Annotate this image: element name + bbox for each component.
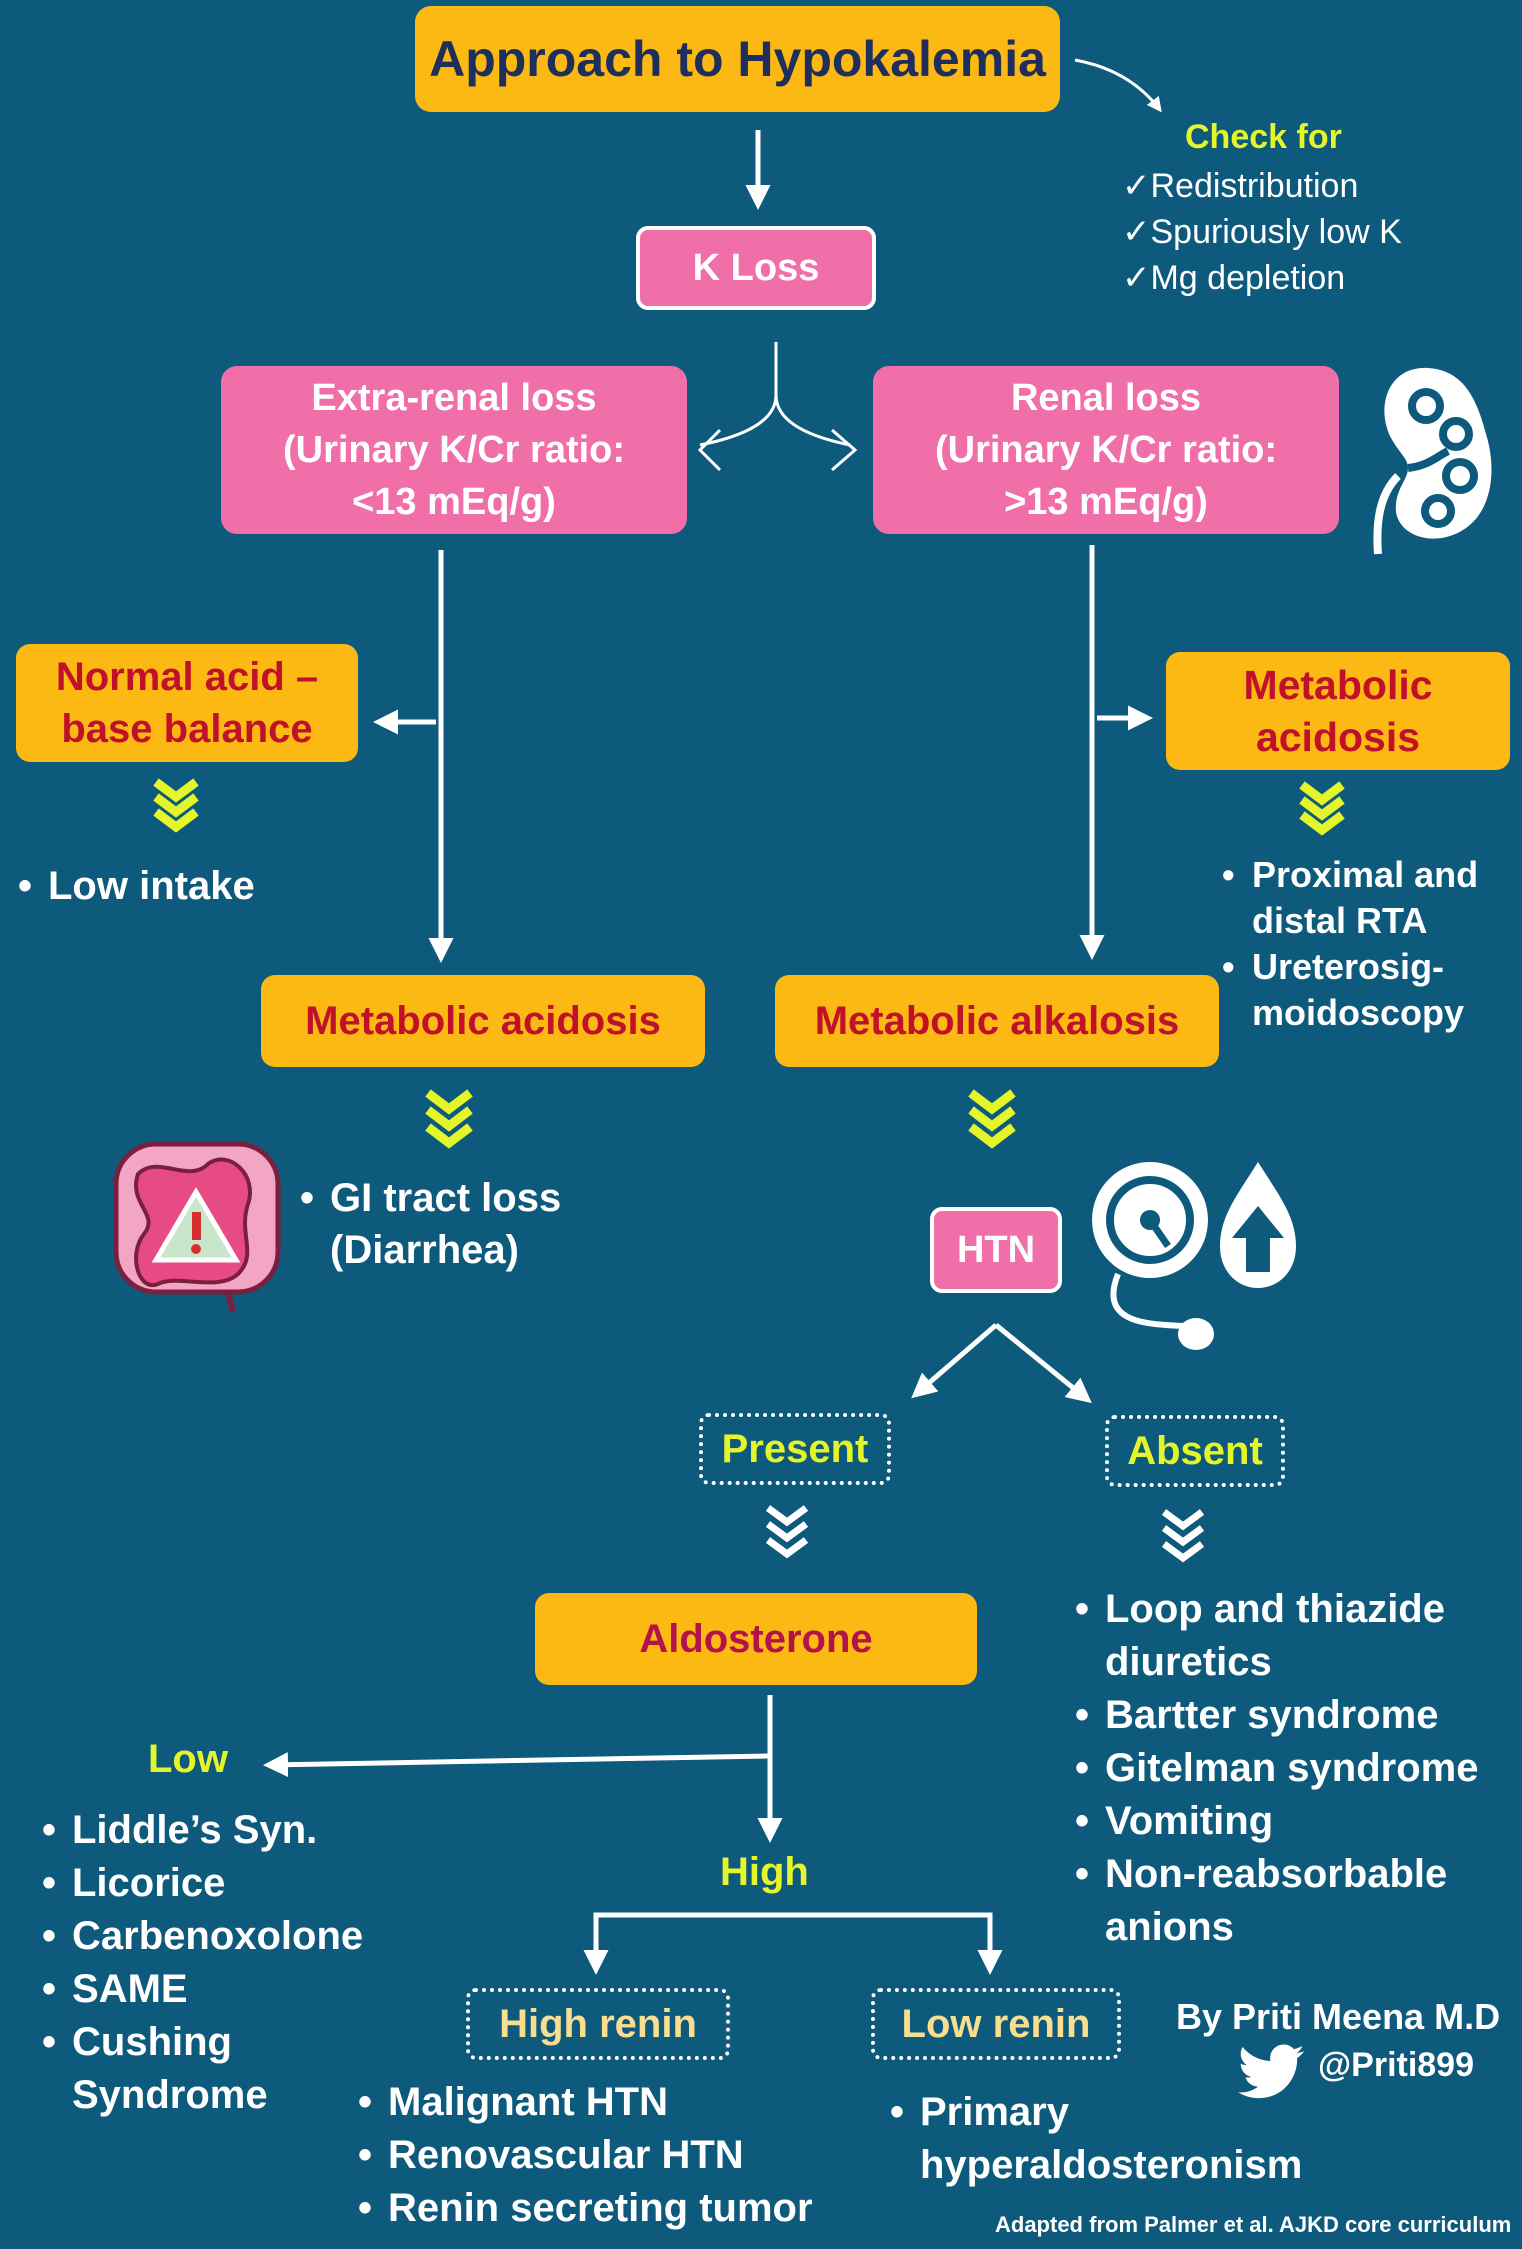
low-aldo-item: Licorice: [42, 1857, 402, 1910]
rta-list: Proximal and distal RTA Ureterosig-moido…: [1222, 852, 1512, 1036]
check-item: ✓Mg depletion: [1122, 259, 1346, 297]
low-renin-box: Low renin: [871, 1988, 1121, 2060]
arrow-htn-present: [911, 1323, 998, 1399]
extra-renal-line: <13 mEq/g): [352, 481, 556, 523]
check-item: ✓Redistribution: [1122, 167, 1359, 205]
rta-item: Ureterosig-moidoscopy: [1222, 944, 1512, 1036]
low-aldo-item: SAME: [42, 1963, 402, 2016]
renal-acidosis-line: Metabolic: [1243, 662, 1433, 708]
chevron-absent: [1161, 1509, 1205, 1563]
aldosterone-box: Aldosterone: [535, 1593, 977, 1685]
absent-cause-item: Loop and thiazide diuretics: [1075, 1583, 1515, 1689]
arrow-htn-absent: [994, 1323, 1092, 1404]
low-aldo-item: Cushing Syndrome: [42, 2016, 402, 2122]
extra-renal-box: Extra-renal loss (Urinary K/Cr ratio: <1…: [221, 366, 687, 534]
normal-ab-line: base balance: [61, 707, 313, 751]
check-item: ✓Spuriously low K: [1122, 213, 1402, 251]
absent-cause-item: Gitelman syndrome: [1075, 1742, 1515, 1795]
renal-acidosis-line: acidosis: [1255, 714, 1421, 760]
low-aldosterone-list: Liddle’s Syn. Licorice Carbenoxolone SAM…: [42, 1804, 402, 2122]
high-renin-list: Malignant HTN Renovascular HTN Renin sec…: [358, 2076, 878, 2235]
intestine-warning-icon: [113, 1141, 281, 1313]
kidney-icon: [1373, 367, 1492, 555]
extra-renal-line: (Urinary K/Cr ratio:: [282, 429, 626, 471]
split-left-arrow: [697, 428, 722, 472]
extra-renal-line: Extra-renal loss: [311, 377, 597, 419]
present-box: Present: [699, 1413, 891, 1485]
source-footer: Adapted from Palmer et al. AJKD core cur…: [995, 2212, 1512, 2237]
htn-box: HTN: [930, 1207, 1062, 1293]
high-aldosterone-label: High: [720, 1850, 809, 1894]
normal-ab-line: Normal acid –: [55, 655, 319, 699]
rta-item: Proximal and distal RTA: [1222, 852, 1512, 944]
k-loss-box: K Loss: [636, 226, 876, 310]
metabolic-acidosis-box: Metabolic acidosis: [261, 975, 705, 1067]
high-renin-box: High renin: [466, 1988, 730, 2060]
renal-metabolic-acidosis-box: Metabolic acidosis: [1166, 652, 1510, 770]
arrow-aldo-low: [263, 1752, 769, 1778]
absent-cause-item: Bartter syndrome: [1075, 1689, 1515, 1742]
low-intake-item: Low intake: [18, 864, 255, 909]
page-title: Approach to Hypokalemia: [415, 6, 1060, 112]
chevron-acidosis: [425, 1089, 473, 1149]
absent-cause-item: Non-reabsorbable anions: [1075, 1848, 1515, 1954]
low-aldo-item: Liddle’s Syn.: [42, 1804, 402, 1857]
chevron-normal: [153, 778, 199, 833]
low-intake-list: Low intake: [18, 864, 255, 909]
high-renin-item: Renovascular HTN: [358, 2129, 878, 2182]
absent-cause-item: Vomiting: [1075, 1795, 1515, 1848]
absent-causes-list: Loop and thiazide diuretics Bartter synd…: [1075, 1583, 1515, 1954]
low-aldosterone-label: Low: [148, 1737, 228, 1781]
high-renin-item: Renin secreting tumor: [358, 2182, 878, 2235]
split-right-arrow: [831, 428, 858, 472]
twitter-bird-icon: [1238, 2044, 1304, 2099]
renal-line: >13 mEq/g): [1004, 481, 1208, 523]
normal-acid-base-box: Normal acid – base balance: [16, 644, 358, 762]
chevron-present: [765, 1505, 809, 1559]
renal-box: Renal loss (Urinary K/Cr ratio: >13 mEq/…: [873, 366, 1339, 534]
blood-pressure-icon: [1092, 1162, 1296, 1350]
low-aldo-item: Carbenoxolone: [42, 1910, 402, 1963]
renal-line: Renal loss: [1010, 377, 1202, 419]
chevron-rta: [1299, 781, 1345, 836]
renal-line: (Urinary K/Cr ratio:: [934, 429, 1278, 471]
author-credit: By Priti Meena M.D: [1176, 1996, 1501, 2037]
check-heading: Check for: [1185, 118, 1342, 156]
chevron-alkalosis: [968, 1089, 1016, 1149]
absent-box: Absent: [1105, 1415, 1285, 1487]
arrow-check: [1074, 58, 1162, 113]
gi-loss-list: GI tract loss (Diarrhea): [300, 1172, 561, 1276]
metabolic-alkalosis-box: Metabolic alkalosis: [775, 975, 1219, 1067]
gi-loss-item: GI tract loss: [300, 1172, 561, 1224]
low-renin-list: Primary hyperaldosteronism: [890, 2086, 1360, 2192]
high-renin-item: Malignant HTN: [358, 2076, 878, 2129]
low-renin-item: Primary hyperaldosteronism: [890, 2086, 1360, 2192]
gi-loss-item: (Diarrhea): [330, 1228, 519, 1272]
check-list: ✓Redistribution ✓Spuriously low K ✓Mg de…: [1122, 163, 1402, 301]
twitter-handle: @Priti899: [1318, 2046, 1475, 2084]
